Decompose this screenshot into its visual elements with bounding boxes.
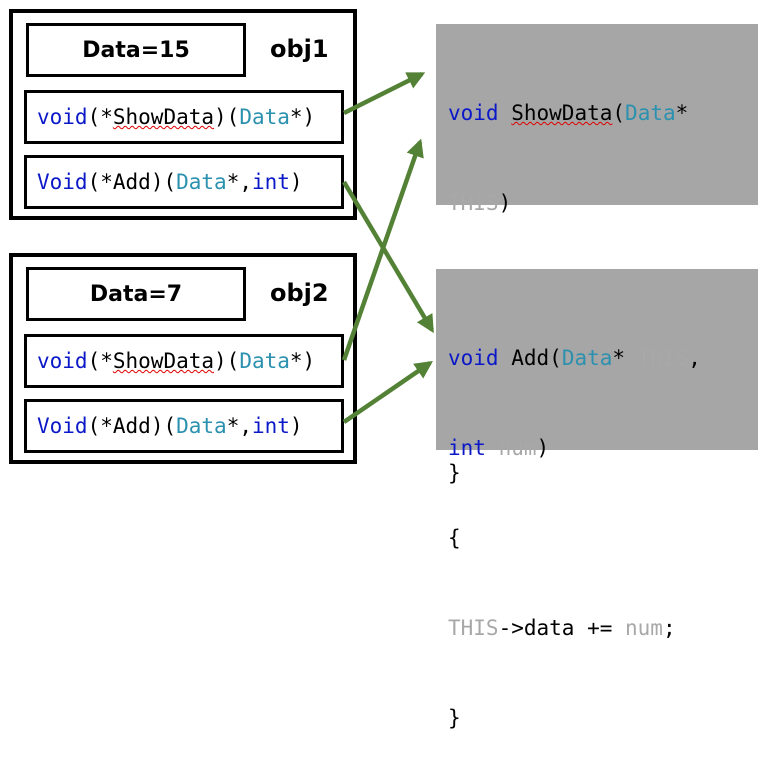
param-type: Data [176,170,227,194]
add-pointer-box: Void (*Add)(Data*, int) [24,399,344,453]
param-type: Data [176,414,227,438]
code-line: THIS->data += num; [448,613,746,643]
arrow-obj1-add [342,180,434,334]
param-type: Data [239,349,290,373]
code-line: void ShowData(Data* [448,98,746,128]
add-code-block: void Add(Data* THIS, int num) { THIS->da… [436,269,758,730]
param-name: THIS [448,191,499,215]
param-name: THIS [637,346,689,370]
punct: , [688,346,701,370]
punct: ) [289,414,303,438]
object-obj2: Data=7 obj2 void (*ShowData)(Data*) Void… [9,253,357,464]
param-name: num [498,436,537,460]
punct: (* [87,349,113,373]
showdata-pointer-box: void (*ShowData)(Data*) [24,334,344,388]
param-type: Data [625,101,676,125]
param-int: int [251,170,290,194]
code-line: int num) [448,433,746,463]
punct: (* [87,170,113,194]
param-name: num [625,616,663,640]
punct: * [675,101,689,125]
code-line: } [448,706,461,730]
return-type: void [37,105,88,129]
punct: ) [289,170,303,194]
punct: (* [87,414,113,438]
punct: )( [214,349,240,373]
punct: )( [214,105,240,129]
param-int: int [251,414,290,438]
punct: ( [549,346,562,370]
punct: )( [150,170,177,194]
function-name: Add [511,346,550,370]
data-field-box: Data=15 [26,23,246,77]
function-name: ShowData [511,101,613,125]
object-obj1: Data=15 obj1 void (*ShowData)(Data*) Voi… [9,9,357,220]
param-name: THIS [448,616,499,640]
punct: *) [289,349,316,373]
punct: *, [226,414,252,438]
data-field-box: Data=7 [26,267,246,321]
showdata-pointer-box: void (*ShowData)(Data*) [24,90,344,144]
statement: ->data += [498,616,626,640]
punct: * [612,346,638,370]
keyword: void [448,346,499,370]
code-line: THIS) [448,188,746,218]
punct: *, [226,170,252,194]
punct: ) [536,436,550,460]
object-label: obj2 [270,279,329,307]
function-name: ShowData [112,105,215,129]
punct: ( [612,101,626,125]
punct: *) [289,105,316,129]
function-name: ShowData [112,349,215,373]
punct: ; [662,616,676,640]
return-type: Void [37,414,88,438]
param-type: Data [561,346,613,370]
object-label: obj1 [270,35,329,63]
punct: ) [498,191,512,215]
showdata-code-block: void ShowData(Data* THIS) { … } [436,24,758,485]
punct: (* [87,105,113,129]
punct: )( [150,414,177,438]
param-type: Data [239,105,290,129]
function-name: Add [112,170,151,194]
return-type: Void [37,170,88,194]
code-line: void Add(Data* THIS, [448,343,746,373]
keyword: int [448,436,486,460]
return-type: void [37,349,88,373]
function-name: Add [112,414,151,438]
keyword: void [448,101,499,125]
code-line: { [448,526,461,550]
add-pointer-box: Void (*Add)(Data*, int) [24,155,344,209]
